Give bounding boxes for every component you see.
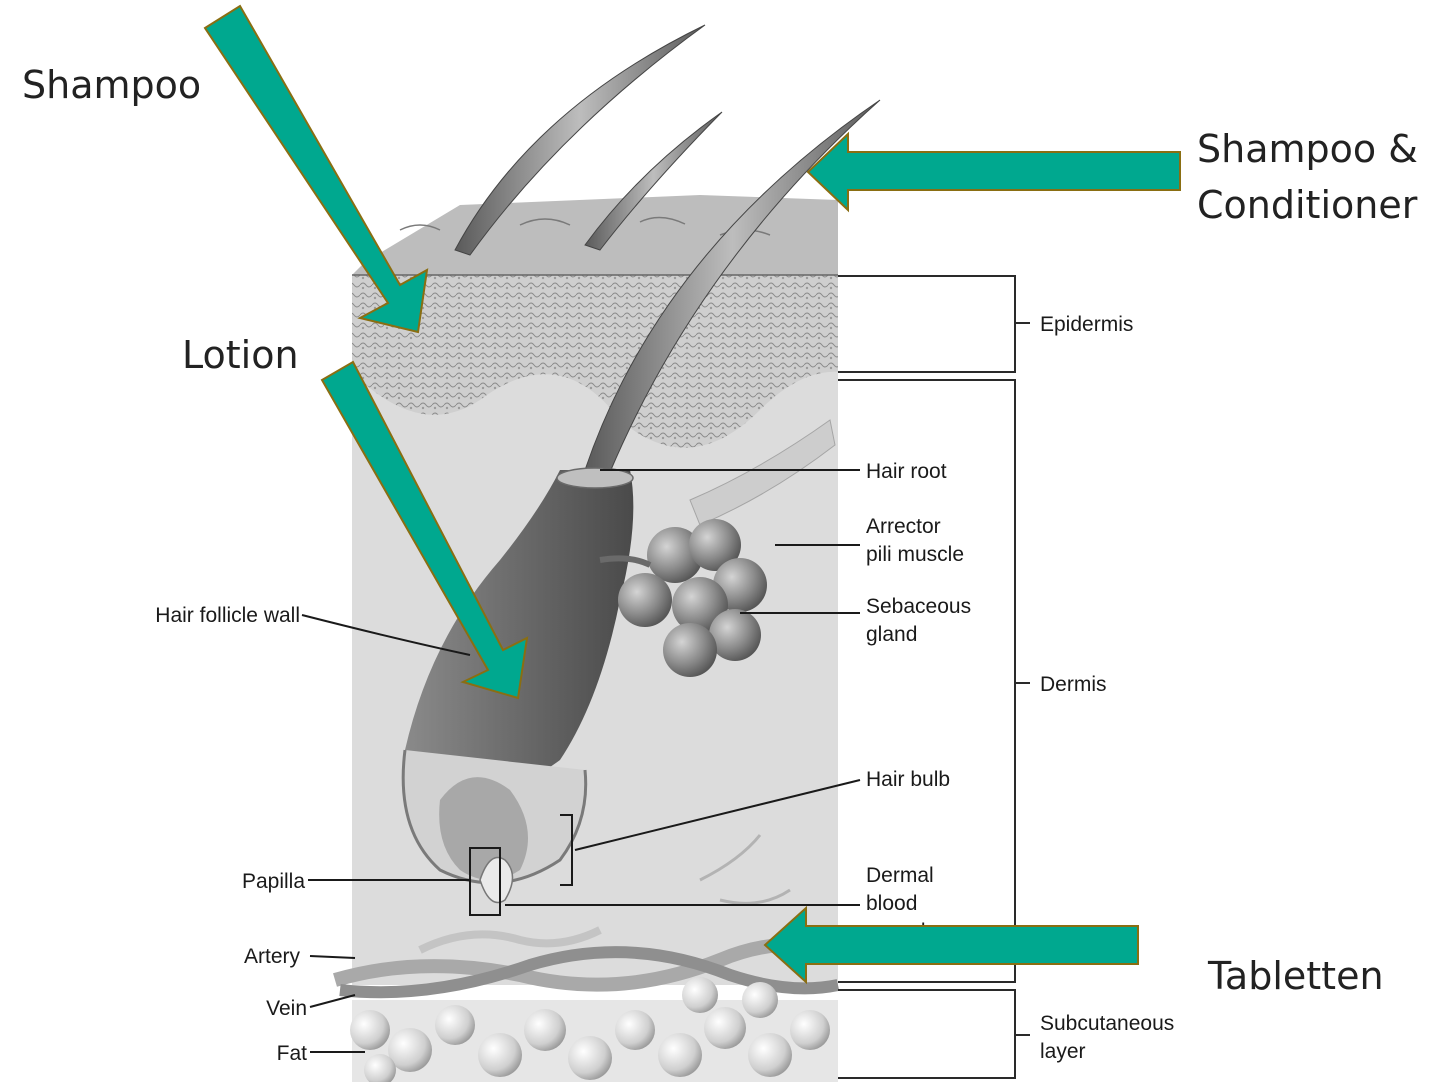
label-sebaceous-line2: gland bbox=[866, 623, 917, 646]
label-arrector-line2: pili muscle bbox=[866, 543, 964, 566]
shampoo-conditioner-arrow bbox=[808, 134, 1180, 210]
annotation-lotion: Lotion bbox=[182, 334, 299, 378]
annotation-shampoo-conditioner-line1: Shampoo & bbox=[1197, 128, 1418, 172]
shampoo-arrow bbox=[205, 6, 427, 332]
label-arrector-line1: Arrector bbox=[866, 515, 941, 538]
label-artery: Artery bbox=[244, 945, 301, 968]
label-sebaceous-line1: Sebaceous bbox=[866, 595, 971, 618]
label-dermis: Dermis bbox=[1040, 673, 1107, 696]
label-hair-bulb: Hair bulb bbox=[866, 768, 950, 791]
label-hair-root: Hair root bbox=[866, 460, 947, 483]
label-subcutaneous-line1: Subcutaneous bbox=[1040, 1012, 1174, 1035]
label-epidermis: Epidermis bbox=[1040, 313, 1133, 336]
label-hair-follicle-wall: Hair follicle wall bbox=[155, 604, 300, 627]
annotation-shampoo: Shampoo bbox=[22, 64, 201, 108]
annotation-shampoo-conditioner-line2: Conditioner bbox=[1197, 184, 1417, 228]
label-subcutaneous-line2: layer bbox=[1040, 1040, 1086, 1063]
label-papilla: Papilla bbox=[242, 870, 305, 893]
label-vein: Vein bbox=[266, 997, 307, 1020]
annotation-tabletten: Tabletten bbox=[1208, 955, 1384, 999]
label-dermal-line2: blood bbox=[866, 892, 917, 915]
label-fat: Fat bbox=[277, 1042, 308, 1065]
label-dermal-line1: Dermal bbox=[866, 864, 934, 887]
